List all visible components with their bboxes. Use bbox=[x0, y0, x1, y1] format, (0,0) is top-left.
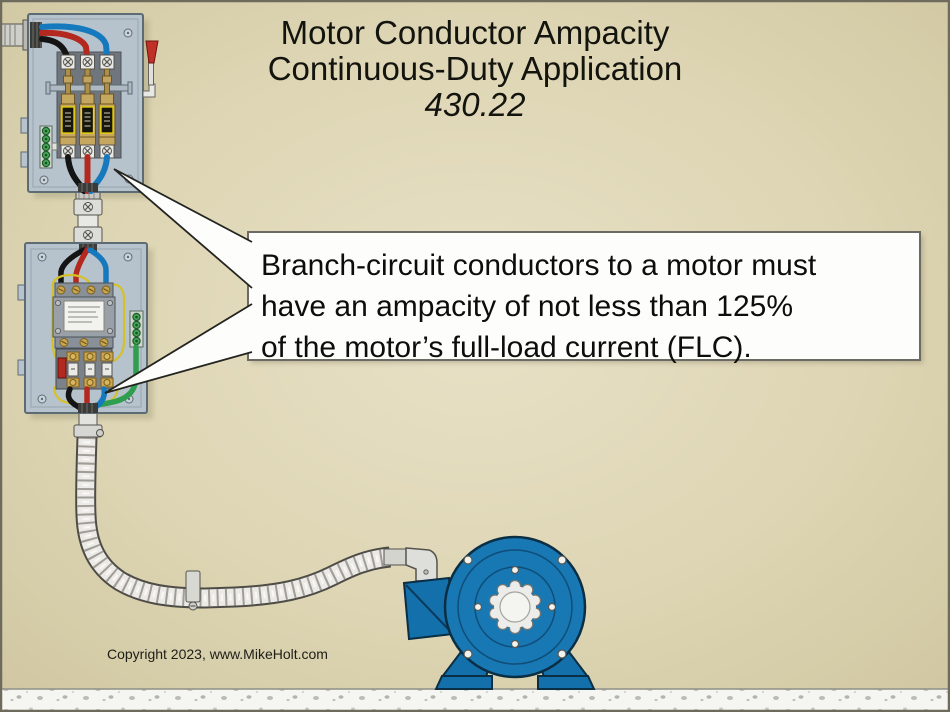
overload-relay bbox=[55, 348, 114, 390]
motor-starter bbox=[17, 242, 148, 414]
title-line-2: Continuous-Duty Application bbox=[267, 50, 683, 87]
conduit-nipple bbox=[73, 191, 103, 244]
callout-box bbox=[247, 231, 921, 361]
disconnect-switch bbox=[0, 13, 159, 194]
title-line-1: Motor Conductor Ampacity bbox=[280, 14, 670, 51]
callout-line-1: Branch-circuit conductors to a motor mus… bbox=[261, 249, 817, 282]
motor bbox=[402, 535, 596, 690]
callout-tail-upper bbox=[113, 168, 253, 289]
callout-tail-lower bbox=[104, 303, 253, 394]
copyright-text: Copyright 2023, www.MikeHolt.com bbox=[107, 646, 328, 662]
callout-line-3: of the motor’s full-load current (FLC). bbox=[261, 331, 752, 364]
flexible-conduit bbox=[75, 436, 392, 611]
ground-terminal-strip bbox=[39, 125, 58, 169]
conduit-clamp-icon bbox=[185, 570, 201, 611]
page-title: Motor Conductor Ampacity Continuous-Duty… bbox=[0, 15, 950, 123]
callout-line-2: have an ampacity of not less than 125% bbox=[261, 290, 794, 323]
motor-shaft bbox=[488, 579, 542, 635]
callout-text: Branch-circuit conductors to a motor mus… bbox=[261, 245, 921, 368]
disconnect-handle bbox=[142, 40, 159, 98]
title-code-reference: 430.22 bbox=[424, 86, 526, 123]
callout bbox=[104, 168, 923, 394]
contactor bbox=[52, 282, 116, 349]
floor bbox=[0, 688, 950, 712]
ground-terminal-strip bbox=[129, 310, 144, 348]
